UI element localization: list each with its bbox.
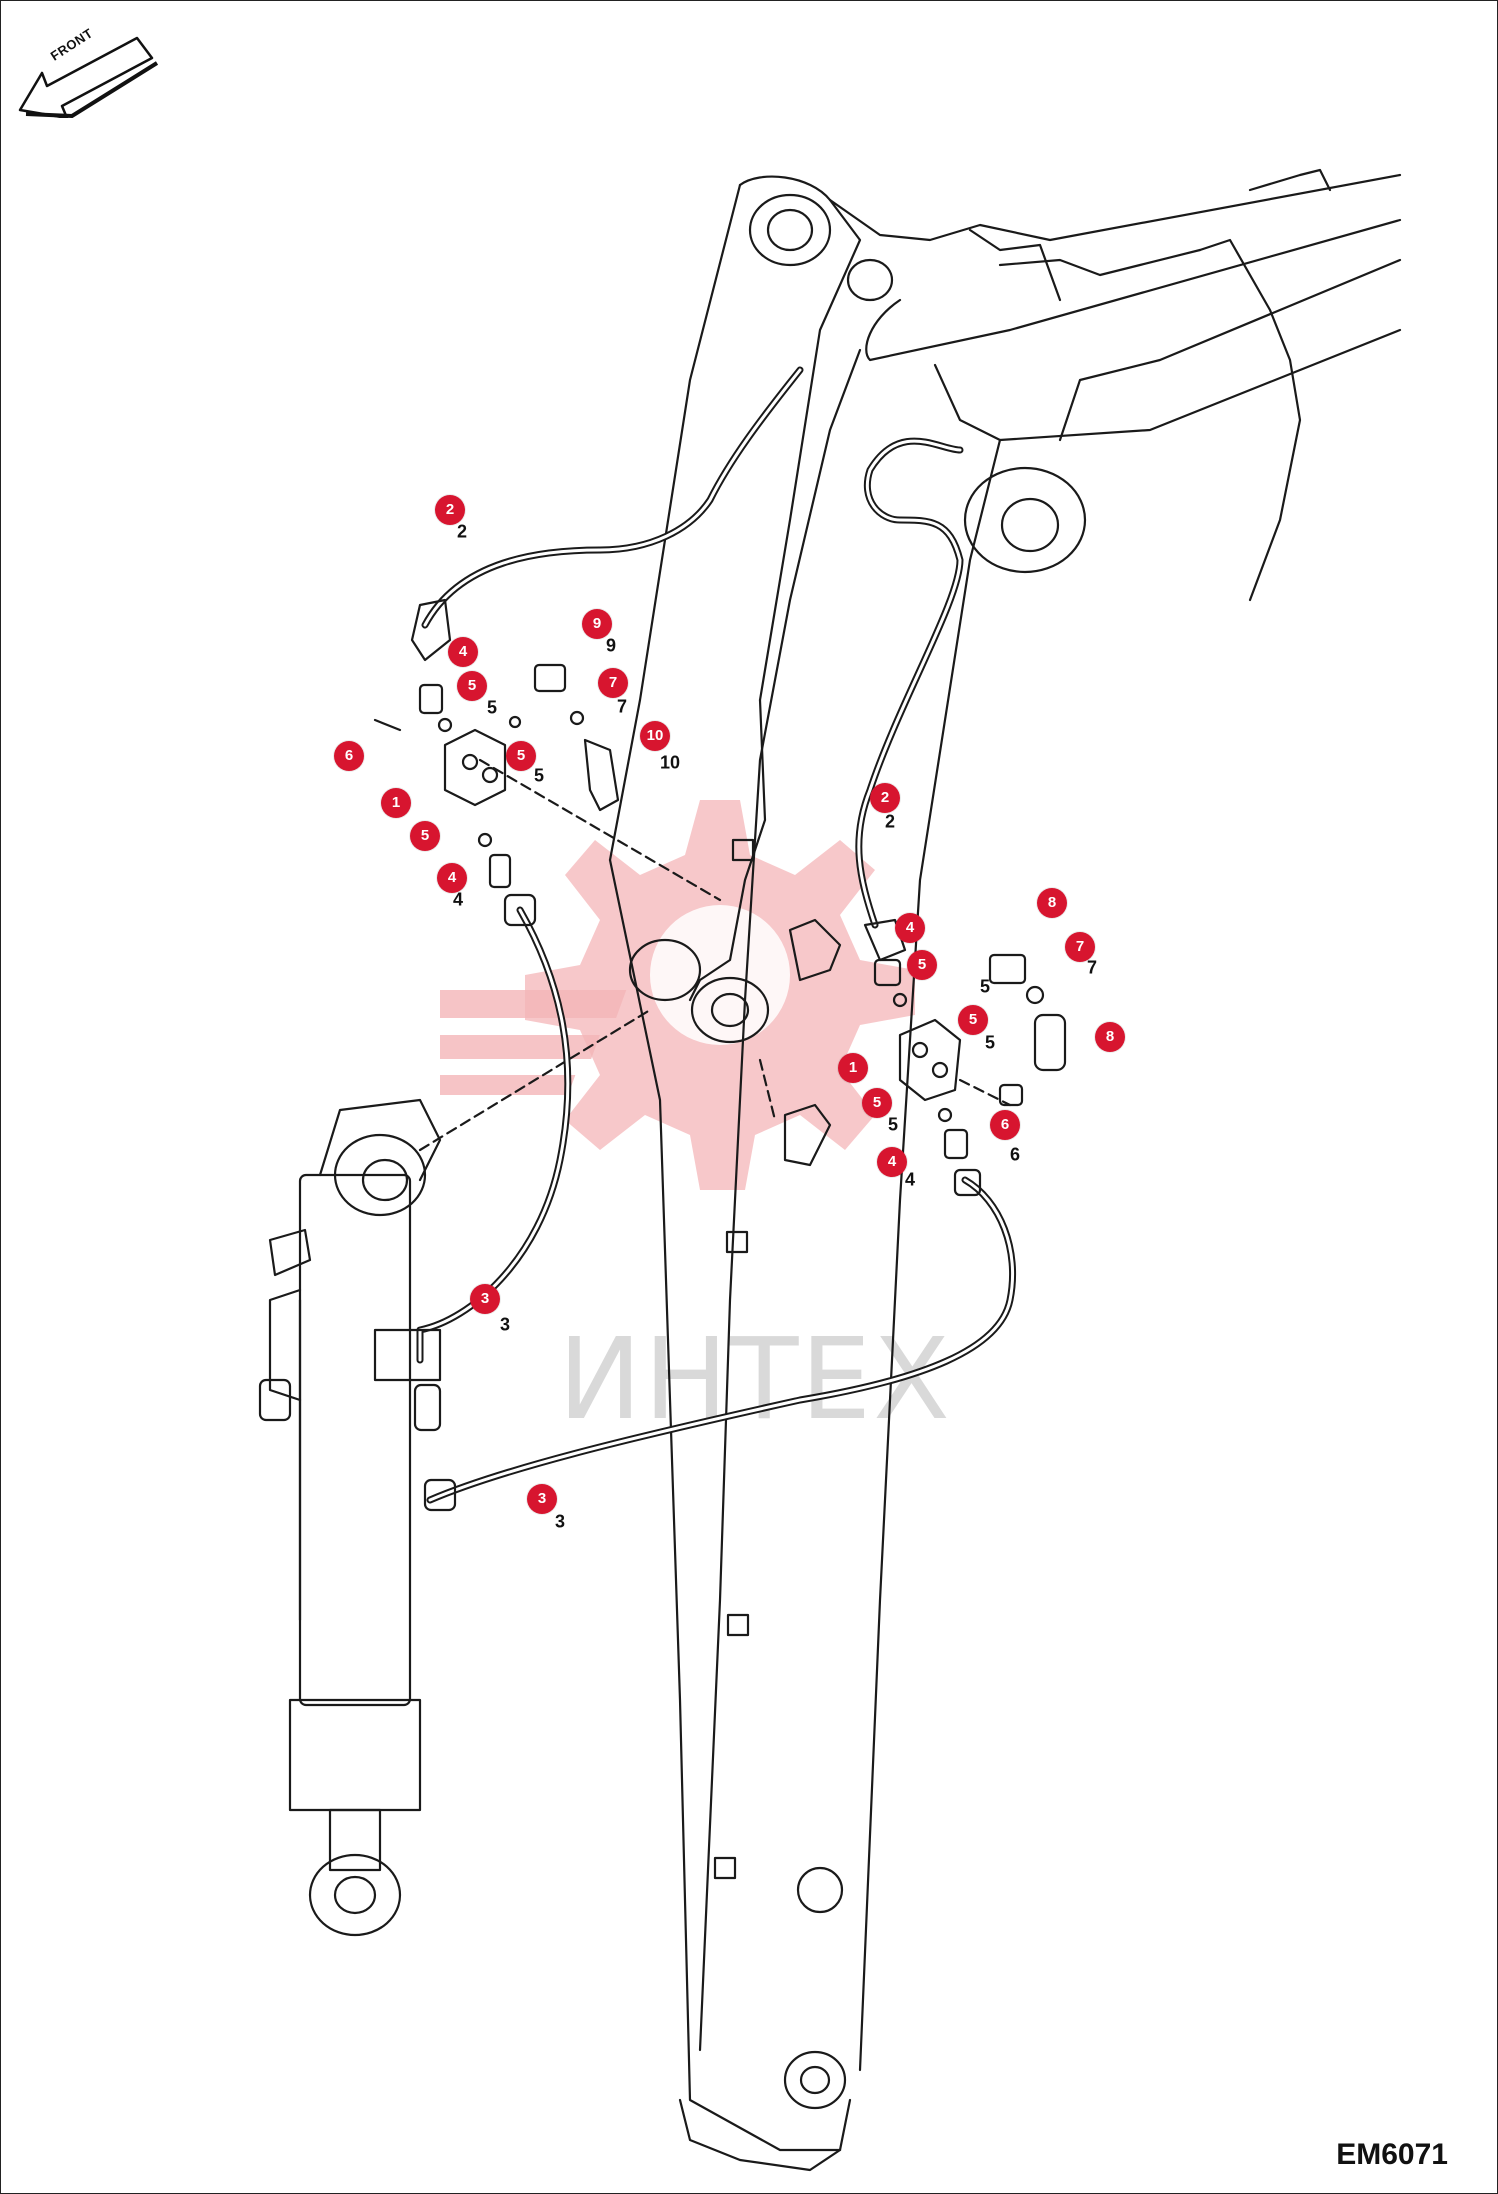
part-label-2: 2 (884, 811, 896, 832)
callout-1[interactable]: 1 (381, 788, 411, 818)
callout-2[interactable]: 2 (435, 495, 465, 525)
callout-4[interactable]: 4 (877, 1147, 907, 1177)
callout-3[interactable]: 3 (527, 1484, 557, 1514)
callout-5[interactable]: 5 (862, 1088, 892, 1118)
callout-8[interactable]: 8 (1037, 888, 1067, 918)
part-label-5: 5 (486, 697, 498, 718)
callout-8[interactable]: 8 (1095, 1022, 1125, 1052)
part-label-9: 9 (605, 635, 617, 656)
callout-9[interactable]: 9 (582, 609, 612, 639)
part-label-5: 5 (533, 765, 545, 786)
callout-5[interactable]: 5 (410, 821, 440, 851)
arm-cylinder (268, 1098, 442, 1937)
part-label-7: 7 (1086, 957, 1098, 978)
part-label-4: 4 (452, 889, 464, 910)
callout-4[interactable]: 4 (895, 913, 925, 943)
callout-10[interactable]: 10 (640, 721, 670, 751)
callout-5[interactable]: 5 (457, 671, 487, 701)
part-label-5: 5 (979, 976, 991, 997)
part-label-4: 4 (904, 1169, 916, 1190)
callout-3[interactable]: 3 (470, 1284, 500, 1314)
part-label-7: 7 (616, 696, 628, 717)
callout-4[interactable]: 4 (448, 637, 478, 667)
callout-7[interactable]: 7 (598, 668, 628, 698)
part-label-10: 10 (659, 752, 681, 773)
callout-5[interactable]: 5 (506, 741, 536, 771)
callout-2[interactable]: 2 (870, 783, 900, 813)
right-fitting-group (423, 918, 1067, 1512)
callout-6[interactable]: 6 (334, 741, 364, 771)
boom-structure (608, 168, 1402, 2172)
left-fitting-group (373, 598, 620, 927)
part-label-3: 3 (554, 1511, 566, 1532)
callout-7[interactable]: 7 (1065, 932, 1095, 962)
part-label-5: 5 (984, 1032, 996, 1053)
callout-6[interactable]: 6 (990, 1110, 1020, 1140)
callout-1[interactable]: 1 (838, 1053, 868, 1083)
callout-4[interactable]: 4 (437, 863, 467, 893)
part-label-5: 5 (887, 1114, 899, 1135)
part-label-6: 6 (1009, 1144, 1021, 1165)
callout-5[interactable]: 5 (958, 1005, 988, 1035)
callout-5[interactable]: 5 (907, 950, 937, 980)
front-arrow-icon[interactable] (12, 18, 162, 118)
part-label-2: 2 (456, 521, 468, 542)
part-label-3: 3 (499, 1314, 511, 1335)
drawing-code: EM6071 (1336, 2138, 1448, 2171)
